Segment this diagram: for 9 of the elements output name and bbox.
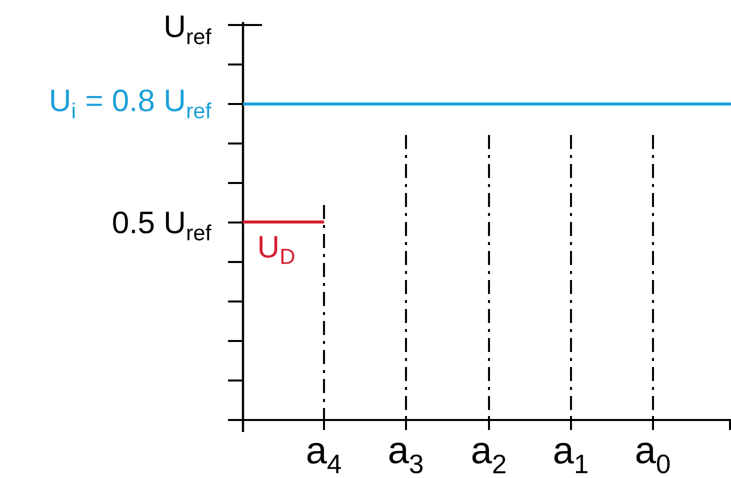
axis-label: a$_{1}$ xyxy=(554,442,588,474)
axis-label: a$_{2}$ xyxy=(472,442,506,474)
value-label: U$_{ref}$ xyxy=(166,16,212,44)
axis-label: a$_{0}$ xyxy=(636,442,670,474)
axis-label: a$_{3}$ xyxy=(389,442,423,474)
value-label: U$_{i}$ = 0.8 U$_{ref}$ xyxy=(51,90,212,118)
axis-label: a$_{4}$ xyxy=(307,442,341,474)
value-label: 0.5 U$_{ref}$ xyxy=(113,212,212,240)
value-label: U$_{D}$ xyxy=(260,236,294,264)
